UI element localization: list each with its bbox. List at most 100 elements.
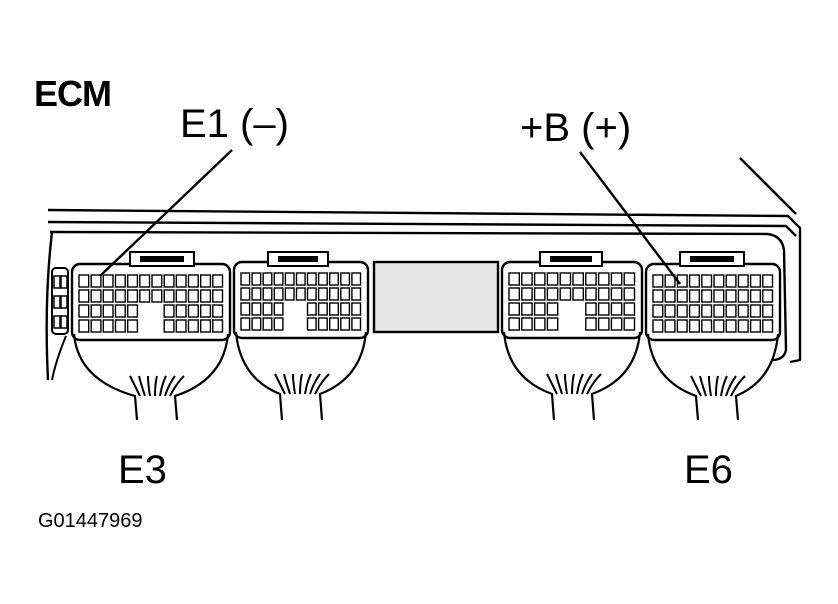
wire-strand	[708, 375, 712, 397]
leader-e1	[99, 149, 233, 277]
connector-latch-slot	[278, 256, 318, 262]
connector-pin	[623, 272, 636, 286]
connector-pin	[340, 317, 351, 331]
connector-e3-label: E3	[118, 448, 167, 492]
connector-pin	[295, 272, 306, 286]
connector-pin	[187, 289, 199, 303]
connector-pin	[212, 289, 224, 303]
connector-pin	[737, 304, 749, 318]
connector-pin	[508, 302, 521, 316]
connector-pin	[340, 272, 351, 286]
connector-pin	[610, 317, 623, 331]
connector-pin	[284, 272, 295, 286]
connector-latch-slot	[140, 256, 184, 262]
connector-pin	[175, 274, 187, 288]
connector-pin	[175, 289, 187, 303]
connector-pin	[273, 317, 284, 331]
connector-pin	[199, 319, 212, 333]
connector-pin	[676, 289, 688, 303]
connector-pin	[151, 274, 163, 288]
connector-connector-3	[500, 251, 644, 421]
connector-pin	[78, 274, 90, 288]
connector-pin	[533, 272, 546, 286]
connector-pin	[597, 272, 610, 286]
figure-id: G01447969	[38, 510, 143, 532]
wire-harness	[72, 333, 230, 421]
wire-harness	[502, 331, 642, 421]
connector-pin	[262, 272, 273, 286]
connector-pin	[521, 272, 533, 286]
connector-pin	[688, 289, 700, 303]
connector-pin	[114, 274, 126, 288]
connector-pin	[572, 272, 585, 286]
connector-pin	[585, 317, 597, 331]
connector-pin	[713, 319, 725, 333]
connector-pin	[572, 287, 585, 301]
connector-pin	[623, 302, 636, 316]
center-window	[372, 260, 500, 334]
connector-pin	[664, 304, 676, 318]
connector-pin	[597, 302, 610, 316]
connector-pin	[90, 274, 102, 288]
connector-pin	[102, 274, 114, 288]
connector-pin	[126, 274, 139, 288]
connector-pin	[212, 274, 224, 288]
connector-pin	[737, 289, 749, 303]
connector-pin	[749, 274, 761, 288]
connector-pin	[713, 274, 725, 288]
connector-pin	[329, 287, 340, 301]
ecm-housing	[45, 157, 802, 381]
connector-pin	[652, 274, 664, 288]
connector-pin	[175, 319, 187, 333]
connector-pin	[262, 287, 273, 301]
connector-pin	[351, 287, 362, 301]
connector-pin	[163, 274, 175, 288]
connector-pin	[546, 272, 559, 286]
connector-pin	[521, 287, 533, 301]
wire-strand	[154, 375, 158, 397]
connector-pin	[187, 304, 199, 318]
connector-pin	[652, 289, 664, 303]
connector-pin	[163, 289, 175, 303]
connector-pin	[521, 317, 533, 331]
connector-pin	[306, 287, 317, 301]
connector-pin	[762, 289, 774, 303]
connector-pin	[139, 289, 151, 303]
connector-pin	[306, 272, 317, 286]
connector-pin	[676, 304, 688, 318]
connector-pin	[114, 304, 126, 318]
wire-strand	[725, 375, 737, 397]
connector-pin	[688, 319, 700, 333]
connector-pin	[652, 319, 664, 333]
wire-strand	[314, 373, 330, 395]
wire-strand	[699, 375, 707, 397]
connector-layer	[70, 251, 782, 421]
connector-pin	[251, 302, 262, 316]
connector-pin	[262, 317, 273, 331]
connector-pin	[187, 319, 199, 333]
connector-pin	[652, 304, 664, 318]
connector-pin	[559, 272, 572, 286]
connector-pin	[701, 304, 713, 318]
connector-pin	[585, 302, 597, 316]
connector-pin	[329, 317, 340, 331]
connector-pin	[151, 289, 163, 303]
connector-pin	[701, 274, 713, 288]
connector-pin	[737, 274, 749, 288]
wire-strand	[571, 373, 575, 395]
connector-pin	[329, 302, 340, 316]
connector-pin	[546, 302, 559, 316]
connector-pin	[126, 304, 139, 318]
connector-pin	[212, 319, 224, 333]
connector-pin	[508, 272, 521, 286]
partial-connector	[51, 267, 69, 381]
wire-strand	[138, 375, 146, 397]
terminal-e1-label: E1 (–)	[180, 102, 289, 146]
connector-pin	[533, 287, 546, 301]
wire-harness	[646, 333, 780, 421]
wire-strand	[715, 375, 719, 397]
connector-pin	[317, 272, 328, 286]
connector-pin	[212, 304, 224, 318]
connector-pin	[273, 272, 284, 286]
